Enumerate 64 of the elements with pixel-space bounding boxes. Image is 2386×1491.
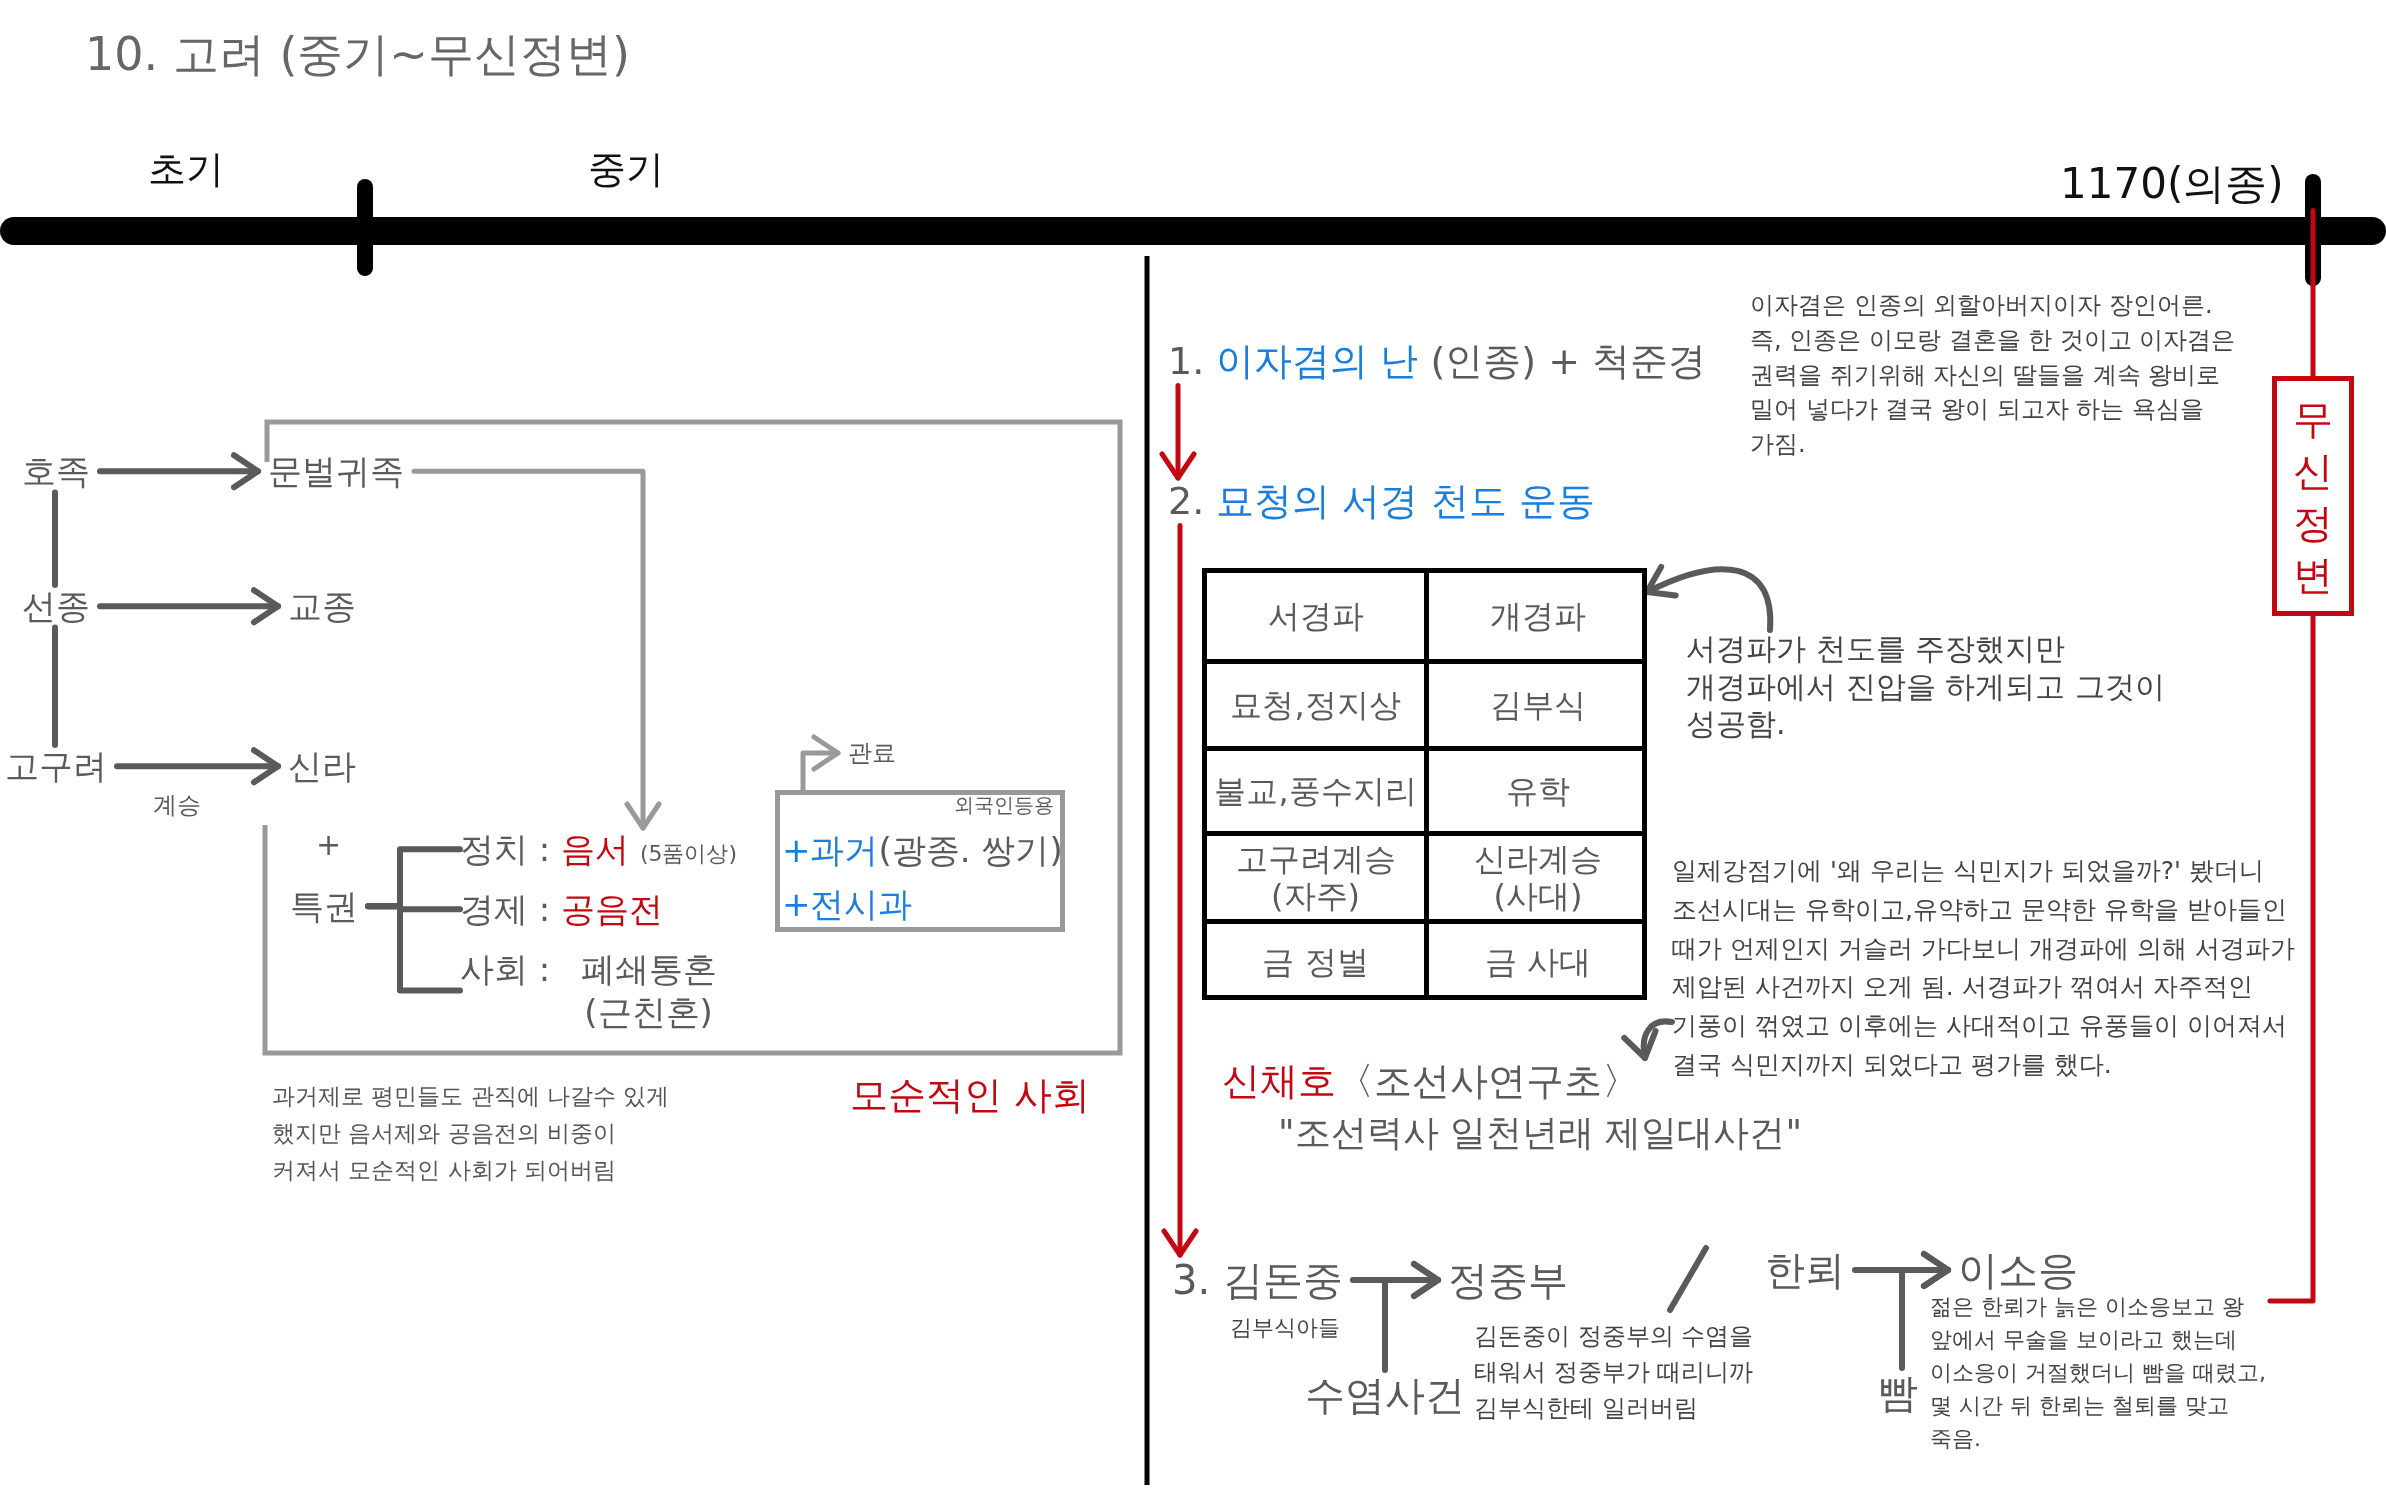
arrow <box>114 747 281 786</box>
term-text: 호족 <box>12 450 100 493</box>
arrow <box>1622 1018 1675 1061</box>
connector-line <box>365 903 463 994</box>
connector-line <box>52 624 58 748</box>
citation-text: 신채호〈조선사연구초〉 <box>1222 1058 1640 1105</box>
table-cell: 고구려계승 (자주) <box>1207 836 1429 924</box>
arrow <box>411 468 662 831</box>
event-text: 3. 김돈중 <box>1162 1255 1353 1305</box>
table-cell: 금 정벌 <box>1207 924 1429 1000</box>
note-text: 과거제로 평민들도 관직에 나갈수 있게 했지만 음서제와 공음전의 비중이 커져서 모순적인 사회가 되어버림 <box>272 1082 671 1185</box>
note-text: 서경파가 천도를 주장했지만 개경파에서 진압을 하게되고 그것이 성공함. <box>1686 630 2216 743</box>
term-text: 교종 <box>278 585 366 628</box>
note-text: 이자겸은 인종의 외할아버지이자 장인어른. 즉, 인종은 이모랑 결혼을 한 것이고 이자겸은 권력을 쥐기위해 자신의 딸들을 계속 왕비로 밀어 넣다가 결국 왕이 되고자 하는 욕심을 가짐. <box>1750 290 2237 461</box>
table-cell: 묘청,정지상 <box>1207 664 1429 751</box>
row-text: 사회 : 폐쇄통혼 (근친혼) <box>460 948 737 1033</box>
note-text: 김돈중이 정중부의 수염을 태워서 정중부가 때리니까 김부식한테 일러버림 <box>1474 1321 1755 1424</box>
term-text: 고구려 <box>0 745 117 788</box>
term-text: 문벌귀족 <box>258 450 414 493</box>
event-text: 정중부 <box>1438 1255 1578 1305</box>
box-text: +과거(광종. 쌍기) <box>782 829 1063 872</box>
period-label: 중기 <box>588 146 664 193</box>
arrow <box>1159 383 1197 481</box>
event-text: 한뢰 <box>1755 1245 1855 1295</box>
note-text: 일제강점기에 '왜 우리는 식민지가 되었을까?' 봤더니 조선시대는 유학이고,유약하고 문약한 유학을 받아들인 때가 언제인지 거슬러 가다보니 개경파에 의해 서경파가 제압된 사건까지 오게 됨. 서경파가 꺾여서 자주적인 기풍이 꺾였고 이후에는 사대적이고 유풍들이 이어져서 결국 식민지까지 되었다고 평가를 했다. <box>1672 852 2300 1085</box>
connector-line <box>52 489 58 588</box>
small-note: 외국인등용 <box>954 793 1054 818</box>
row-text: 정치 : 음서 (5품이상) <box>460 828 738 871</box>
arrow <box>1382 1261 1441 1373</box>
conclusion-text: 모순적인 사회 <box>850 1072 1091 1119</box>
year-text: 1170(의종) <box>2060 158 2322 211</box>
term-text: 신라 <box>278 745 366 788</box>
period-label: 초기 <box>148 146 224 193</box>
title: 10. 고려 (중기~무신정변) <box>85 26 630 83</box>
term-text: 관료 <box>838 738 906 768</box>
heading-text: 2. 묘청의 서경 천도 운동 <box>1168 478 1595 526</box>
box-text: +전시과 <box>782 883 913 926</box>
event-text: 빰 <box>1868 1368 1928 1418</box>
event-box: 무신정변 <box>2272 376 2354 616</box>
arrow <box>1644 564 1773 633</box>
arrow <box>97 587 281 626</box>
heading-text: 1. 이자겸의 난 (인종) + 척준경 <box>1168 338 1707 386</box>
arrow <box>800 734 841 793</box>
table-cell: 불교,풍수지리 <box>1207 751 1429 836</box>
arrow <box>1161 523 1199 1258</box>
plus-label: + <box>316 826 342 864</box>
table-cell: 신라계승 (사대) <box>1429 836 1647 924</box>
term-text: 선종 <box>12 585 100 628</box>
event-text: 수염사건 <box>1295 1370 1475 1420</box>
table-cell-text: 금 사대 <box>1483 941 1593 983</box>
term-text: 특권 <box>280 885 368 928</box>
connector-line <box>2310 208 2316 379</box>
connector-line <box>2267 613 2316 1304</box>
row-text: 경제 : 공음전 <box>460 888 664 931</box>
table <box>1202 568 1647 1000</box>
arrow <box>1899 1251 1951 1371</box>
table-cell: 서경파 <box>1207 573 1429 664</box>
table-cell: 김부식 <box>1429 664 1647 751</box>
quote-text: "조선력사 일천년래 제일대사건" <box>1278 1111 1802 1155</box>
table-cell: 유학 <box>1429 751 1647 836</box>
arrow <box>97 452 261 491</box>
note-text: 김부식아들 <box>1230 1314 1341 1342</box>
table-cell: 개경파 <box>1429 573 1647 664</box>
text-box <box>775 790 1065 932</box>
